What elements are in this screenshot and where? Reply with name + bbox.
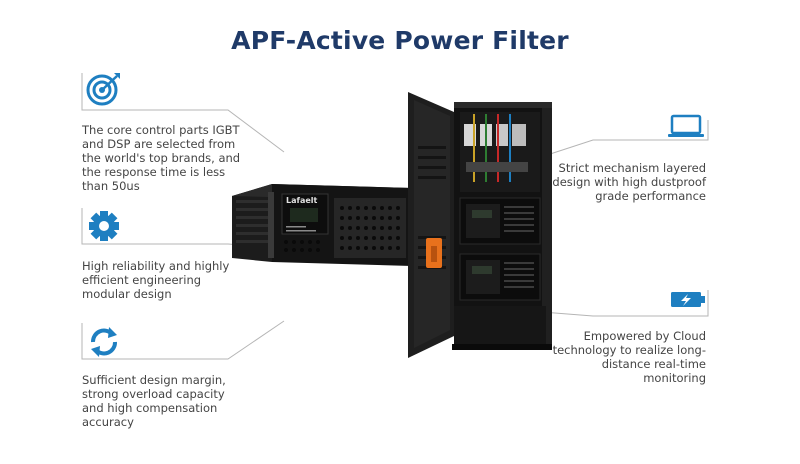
battery-charge-icon — [668, 288, 712, 328]
feature-text-2: High reliability and highly efficient en… — [82, 259, 230, 301]
refresh-icon — [84, 322, 128, 362]
feature-text-4: Strict mechanism layered design with hig… — [552, 161, 706, 203]
gear-icon — [84, 206, 128, 246]
page-title: APF-Active Power Filter — [231, 26, 569, 55]
feature-text-5: Empowered by Cloud technology to realize… — [552, 329, 706, 385]
apf-module-image: Lafaelt — [228, 166, 416, 276]
laptop-icon — [666, 112, 710, 152]
feature-text-3: Sufficient design margin, strong overloa… — [82, 373, 226, 429]
feature-text-1: The core control parts IGBT and DSP are … — [82, 123, 241, 193]
apf-cabinet-image — [404, 86, 554, 362]
module-brand-label: Lafaelt — [286, 196, 318, 205]
target-icon — [84, 70, 128, 110]
